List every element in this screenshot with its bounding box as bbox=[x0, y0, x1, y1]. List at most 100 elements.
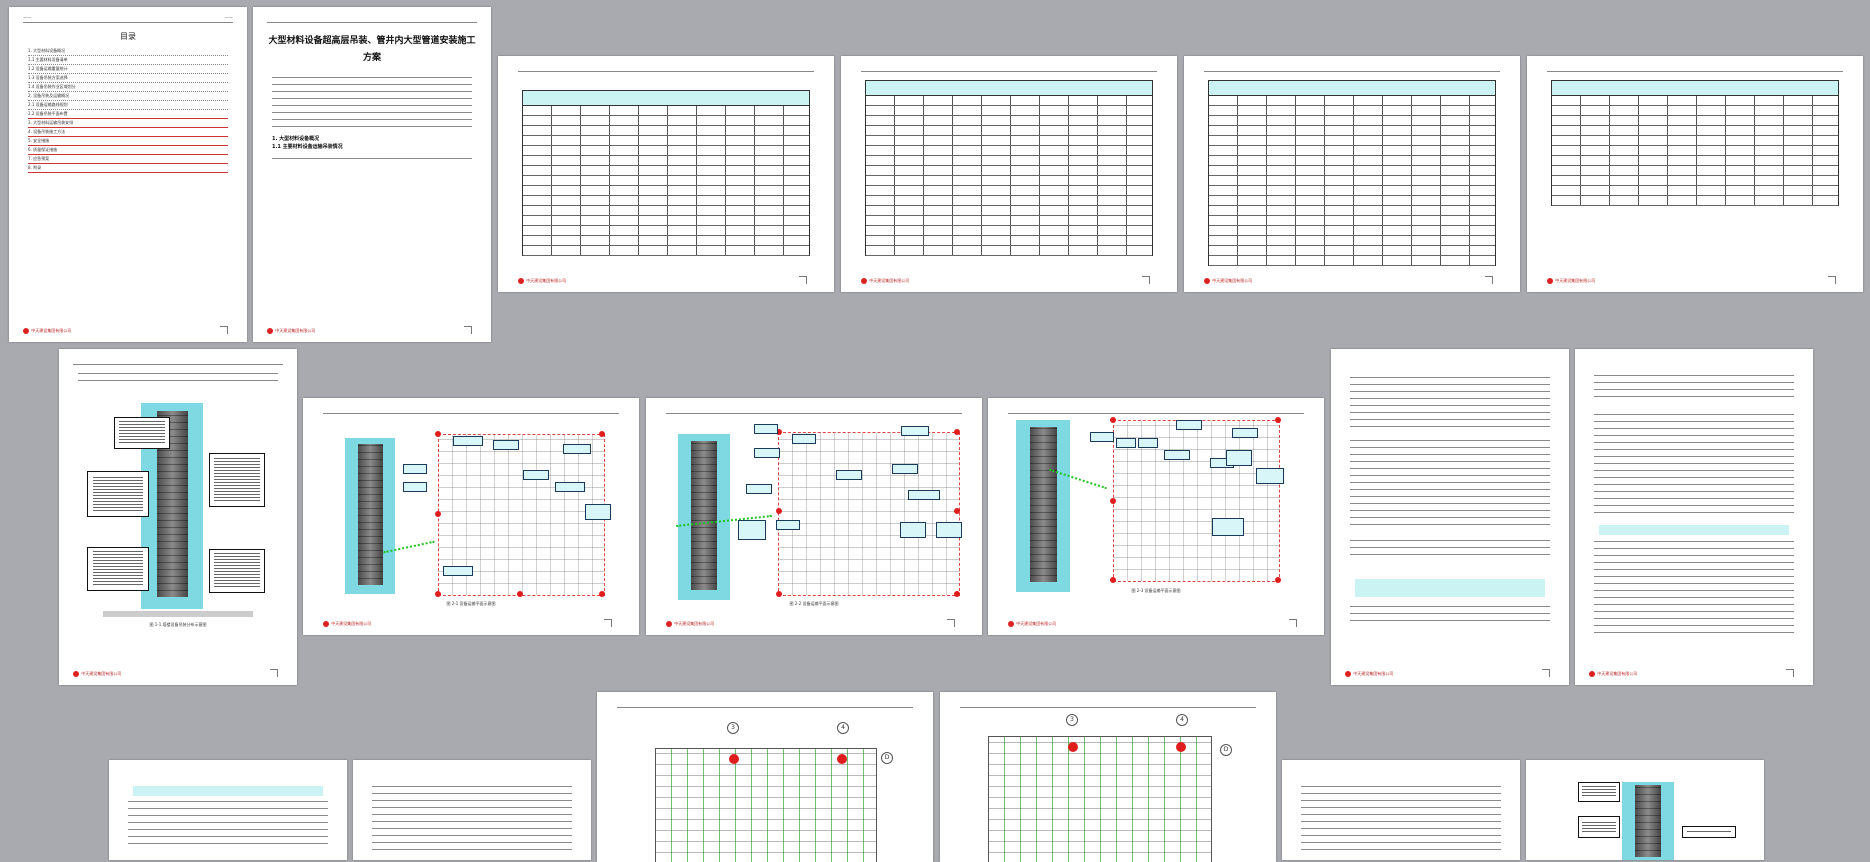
figure-caption: 图 2-2 设备运输平面示意图 bbox=[789, 601, 839, 606]
page-header bbox=[1204, 64, 1500, 72]
page-header bbox=[518, 64, 814, 72]
grid-label: D bbox=[1220, 744, 1232, 756]
structural-drawing bbox=[988, 736, 1212, 862]
toc-title: 目录 bbox=[120, 32, 136, 41]
toc-line[interactable]: 1.1 主要材料设备清单 bbox=[28, 56, 228, 65]
doc-page-tower[interactable]: 图 1-1 塔楼设备吊装分布示意图 中天建设集团有限公司 bbox=[59, 349, 297, 685]
crop-mark bbox=[1485, 276, 1494, 284]
body-text bbox=[1594, 373, 1794, 403]
logo-icon bbox=[1547, 278, 1554, 284]
doc-page-text[interactable]: 中天建设集团有限公司 bbox=[1331, 349, 1569, 685]
logo-icon bbox=[861, 278, 868, 284]
doc-page-plan[interactable]: 图 2-1 设备运输平面示意图 中天建设集团有限公司 bbox=[303, 398, 639, 635]
page-header bbox=[1547, 64, 1843, 72]
toc-line[interactable]: 2.1 设备运输路线规划 bbox=[28, 101, 228, 110]
toc-line[interactable]: 3. 大型材料运输吊装安排 bbox=[28, 119, 228, 128]
doc-page-partial[interactable] bbox=[1526, 760, 1764, 860]
toc-line[interactable]: 1. 大型材料设备概况 bbox=[28, 47, 228, 56]
logo-icon bbox=[1204, 278, 1211, 284]
equipment-table bbox=[1550, 80, 1840, 206]
doc-page-table[interactable]: 中天建设集团有限公司 bbox=[841, 56, 1177, 292]
footer-logo: 中天建设集团有限公司 bbox=[518, 278, 566, 284]
toc-line[interactable]: 1.4 设备吊装作业区域划分 bbox=[28, 83, 228, 92]
doc-page-plan[interactable]: 图 2-3 设备运输平面示意图 中天建设集团有限公司 bbox=[988, 398, 1324, 635]
annotation-box bbox=[1578, 816, 1620, 838]
body-text bbox=[272, 77, 472, 133]
footer-logo: 中天建设集团有限公司 bbox=[323, 621, 371, 627]
logo-icon bbox=[1008, 621, 1015, 627]
doc-page-drawing[interactable]: 3 4 D bbox=[940, 692, 1276, 862]
tower-figure bbox=[1016, 420, 1070, 592]
doc-page-text[interactable]: 中天建设集团有限公司 bbox=[1575, 349, 1813, 685]
floor-plan bbox=[778, 432, 960, 596]
doc-page-partial[interactable] bbox=[353, 760, 591, 860]
footer-logo: 中天建设集团有限公司 bbox=[267, 328, 315, 334]
annotation-box bbox=[114, 417, 170, 449]
page-header bbox=[1008, 406, 1304, 414]
doc-page-partial[interactable] bbox=[1282, 760, 1520, 860]
logo-icon bbox=[1345, 671, 1352, 677]
body-text bbox=[1594, 409, 1794, 519]
equipment-table bbox=[1207, 80, 1497, 266]
crop-mark bbox=[1541, 669, 1550, 677]
table-header bbox=[1598, 525, 1790, 535]
footer-logo: 中天建设集团有限公司 bbox=[1589, 671, 1637, 677]
toc-line[interactable]: 2.2 设备吊装平面布置 bbox=[28, 110, 228, 119]
toc-line[interactable]: 8. 附录 bbox=[28, 164, 228, 173]
equipment-table bbox=[521, 90, 811, 256]
logo-icon bbox=[73, 671, 80, 677]
annotation-box bbox=[1682, 826, 1736, 838]
footer-logo: 中天建设集团有限公司 bbox=[1345, 671, 1393, 677]
crop-mark bbox=[604, 619, 613, 627]
crop-mark bbox=[1785, 669, 1794, 677]
crop-mark bbox=[463, 326, 472, 334]
page-header bbox=[617, 700, 913, 708]
footer-logo: 中天建设集团有限公司 bbox=[861, 278, 909, 284]
page-header bbox=[323, 406, 619, 414]
crop-mark bbox=[947, 619, 956, 627]
doc-page-plan[interactable]: 图 2-2 设备运输平面示意图 中天建设集团有限公司 bbox=[646, 398, 982, 635]
page-header bbox=[861, 64, 1157, 72]
toc-line[interactable]: 5. 安全措施 bbox=[28, 137, 228, 146]
figure-caption: 图 2-1 设备运输平面示意图 bbox=[446, 601, 496, 606]
crop-mark bbox=[799, 276, 808, 284]
ground-line bbox=[103, 611, 253, 617]
doc-page-table[interactable]: 中天建设集团有限公司 bbox=[498, 56, 834, 292]
grid-label: 4 bbox=[1176, 714, 1188, 726]
doc-page-partial[interactable] bbox=[109, 760, 347, 860]
grid-label: 4 bbox=[837, 722, 849, 734]
table-rows bbox=[1350, 601, 1550, 627]
logo-icon bbox=[666, 621, 673, 627]
annotation-box bbox=[209, 453, 265, 507]
doc-page-toc[interactable]: ———— 目录 1. 大型材料设备概况 1.1 主要材料设备清单 1.2 设备运… bbox=[9, 7, 247, 342]
toc-line[interactable]: 6. 质量保证措施 bbox=[28, 146, 228, 155]
crop-mark bbox=[1142, 276, 1151, 284]
figure-caption: 图 2-3 设备运输平面示意图 bbox=[1131, 588, 1181, 593]
toc-line[interactable]: 2. 设备吊装及运输概况 bbox=[28, 92, 228, 101]
body-text bbox=[372, 786, 572, 856]
toc-line[interactable]: 7. 应急预案 bbox=[28, 155, 228, 164]
doc-page-drawing[interactable]: 3 4 D bbox=[597, 692, 933, 862]
doc-page-table[interactable]: 中天建设集团有限公司 bbox=[1527, 56, 1863, 292]
body-text bbox=[272, 157, 472, 165]
logo-icon bbox=[23, 328, 30, 334]
structural-drawing bbox=[655, 748, 877, 862]
footer-logo: 中天建设集团有限公司 bbox=[23, 328, 71, 334]
toc-line[interactable]: 1.2 设备运输重量统计 bbox=[28, 65, 228, 74]
logo-icon bbox=[518, 278, 525, 284]
section-heading: 1. 大型材料设备概况 bbox=[272, 136, 320, 142]
footer-logo: 中天建设集团有限公司 bbox=[1204, 278, 1252, 284]
doc-page-table[interactable]: 中天建设集团有限公司 bbox=[1184, 56, 1520, 292]
subsection-heading: 1.1 主要材料设备运输吊装情况 bbox=[272, 144, 343, 150]
body-text bbox=[1350, 539, 1550, 561]
figure-caption: 图 1-1 塔楼设备吊装分布示意图 bbox=[149, 622, 207, 627]
footer-logo: 中天建设集团有限公司 bbox=[1008, 621, 1056, 627]
grid-label: D bbox=[881, 752, 893, 764]
toc-line[interactable]: 4. 设备吊装施工方法 bbox=[28, 128, 228, 137]
page-header bbox=[666, 406, 962, 414]
footer-logo: 中天建设集团有限公司 bbox=[73, 671, 121, 677]
toc-line[interactable]: 1.3 设备吊装方案选择 bbox=[28, 74, 228, 83]
logo-icon bbox=[1589, 671, 1596, 677]
grid-label: 3 bbox=[727, 722, 739, 734]
